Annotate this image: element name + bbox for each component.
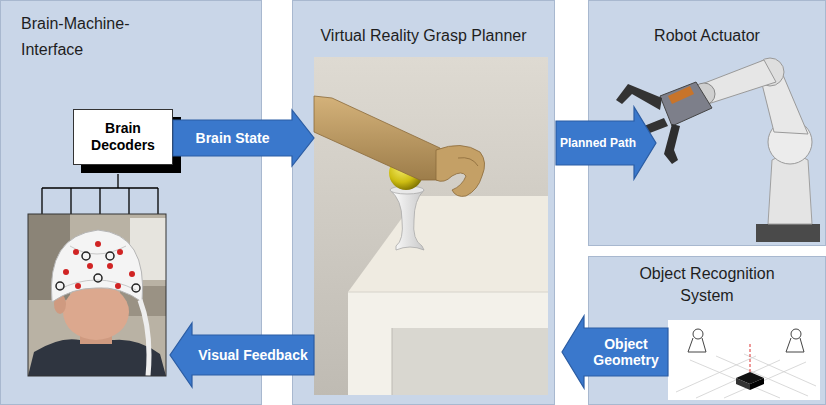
module-panel: Virtual Reality Grasp Planner [292,0,555,405]
arrow-label: Planned Path [560,136,636,150]
panel-title: Virtual Reality Grasp Planner [293,25,554,47]
process-box: Brain Decoders [73,109,173,165]
arrow-label: Object Geometry [590,336,662,368]
module-panel: Object Recognition System [588,256,826,405]
arrow-label-holder: Object Geometry [590,336,662,368]
arrow-label: Brain State [196,130,270,146]
panel-title: Robot Actuator [589,25,825,47]
arrow-label-holder: Brain State [196,130,270,146]
module-panel: Brain-Machine-InterfaceBrain Decoders [0,0,262,405]
arrow-label-holder: Visual Feedback [198,347,307,363]
arrow-label-holder: Planned Path [560,136,636,150]
box-label: Brain Decoders [74,120,172,154]
module-panel: Robot Actuator [588,0,826,246]
panel-title: Brain-Machine-Interface [21,11,161,63]
panel-title: Object Recognition System [622,263,792,307]
arrow-label: Visual Feedback [198,347,307,363]
